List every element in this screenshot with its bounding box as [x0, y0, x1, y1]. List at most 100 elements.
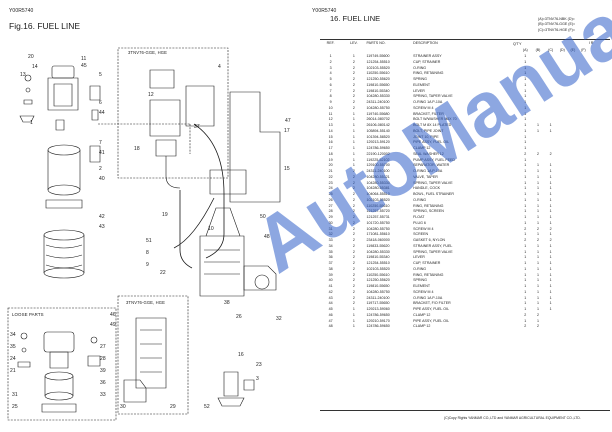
qty-a-cell: 2	[524, 312, 527, 317]
strainer-body	[47, 77, 79, 111]
qty-c-cell: 1	[549, 192, 552, 197]
callout: 10	[208, 226, 214, 232]
parts-no-cell: 119833-55620	[366, 243, 390, 248]
qty-c-cell: 1	[549, 261, 552, 266]
ref-cell: 2	[329, 59, 332, 64]
qty-b-cell: 1	[536, 249, 539, 254]
ref-cell: 39	[328, 272, 333, 277]
callout: 44	[99, 110, 105, 116]
qty-c-cell: 1	[549, 301, 552, 306]
ref-cell: 25	[328, 192, 333, 197]
description-cell: RING, RETAINING	[413, 272, 444, 277]
qty-a-cell: 2	[524, 226, 527, 231]
parts-no-cell: 171081-55610	[366, 232, 390, 237]
qty-a-cell: 1	[524, 203, 527, 208]
model-legend: (A)=3TNV76-NBK (D)= (B)=3TNV76-GGE (E)= …	[538, 17, 575, 33]
lev-cell: 2	[352, 71, 355, 76]
ref-cell: 32	[328, 232, 333, 237]
qty-a-cell: 1	[524, 134, 527, 139]
col-lev: LEV.	[350, 41, 358, 46]
qty-a-cell: 1	[524, 289, 527, 294]
parts-no-cell: 104280-55750	[366, 289, 390, 294]
parts-no-cell: 104280-55330	[366, 94, 390, 99]
description-cell: O-RING 1A P-10A	[413, 295, 443, 300]
remarks-cell	[589, 324, 610, 330]
lev-cell: 2	[352, 220, 355, 225]
parts-no-cell: 101720-55750	[366, 220, 390, 225]
callout: 9	[146, 262, 149, 268]
qty-c-cell: 1	[549, 220, 552, 225]
qty-a-cell: 1	[524, 255, 527, 260]
callout: 11	[81, 56, 87, 62]
qty-header: Q'TY	[513, 42, 522, 46]
lev-cell: 1	[352, 128, 355, 133]
parts-no-cell: 119225-52102	[366, 157, 390, 162]
lev-cell: 1	[352, 318, 355, 323]
col-description: DESCRIPTION	[413, 41, 438, 46]
description-cell: PIPE ASSY, FUEL OIL	[413, 307, 450, 312]
qty-b-cell: 1	[536, 192, 539, 197]
ref-cell: 11	[328, 111, 333, 116]
description-cell: SPRING, TAPER VALVE	[413, 249, 453, 254]
parts-no-cell: 26014-080702	[366, 117, 390, 122]
qty-b-cell: 1	[536, 209, 539, 214]
qty-b-cell: 1	[536, 174, 539, 179]
description-cell: STRAINER ASSY, FUEL	[413, 243, 453, 248]
qty-a-cell: 1	[524, 278, 527, 283]
qty-a-cell: 1	[524, 77, 527, 82]
callout: 8	[146, 250, 149, 256]
qty-b-cell: 1	[536, 197, 539, 202]
lev-cell: 2	[352, 88, 355, 93]
qty-c-cell: 1	[549, 249, 552, 254]
qty-a-cell: 1	[524, 123, 527, 128]
description-cell: RING, RETAINING	[413, 71, 444, 76]
callout: 25	[12, 404, 18, 410]
description-cell: SPRING	[413, 77, 427, 82]
inset-box-upper	[117, 47, 229, 179]
parts-no-cell: 102103-55520	[366, 65, 390, 70]
qty-b-cell: 1	[536, 203, 539, 208]
lev-cell: 2	[352, 255, 355, 260]
parts-no-cell: 119810-55650	[366, 82, 390, 87]
qty-a-cell: 1	[524, 261, 527, 266]
qty-a-cell: 1	[524, 232, 527, 237]
qty-b-cell: 1	[536, 318, 539, 323]
qty-c-cell	[544, 324, 557, 330]
callout: 52	[204, 404, 210, 410]
qty-c-cell: 1	[549, 163, 552, 168]
parts-no-cell: 104280-55330	[366, 249, 390, 254]
right-header-code: Y00R5740	[312, 8, 337, 14]
callout: 27	[100, 344, 106, 350]
ref-cell: 37	[328, 261, 333, 266]
parts-no-cell: 124786-59650	[366, 146, 390, 151]
ref-cell: 5	[329, 77, 332, 82]
description-cell: O-RING 1A P-10A	[413, 100, 443, 105]
description-cell: PUMP ASSY, FUEL FEED	[413, 157, 455, 162]
ref-cell: 4	[329, 71, 332, 76]
qty-a-cell: 2	[524, 151, 527, 156]
parts-no-cell: 105894-55140	[366, 128, 390, 133]
qty-a-cell: 1	[524, 249, 527, 254]
qty-a-cell: 1	[524, 163, 527, 168]
callout: 4	[218, 64, 221, 70]
parts-no-cell: 119740-55680	[366, 111, 390, 116]
qty-b-cell: 1	[536, 180, 539, 185]
ref-cell: 8	[329, 94, 332, 99]
ref-cell: 44	[328, 301, 333, 306]
callout: 14	[32, 64, 38, 70]
qty-b-cell: 1	[536, 266, 539, 271]
